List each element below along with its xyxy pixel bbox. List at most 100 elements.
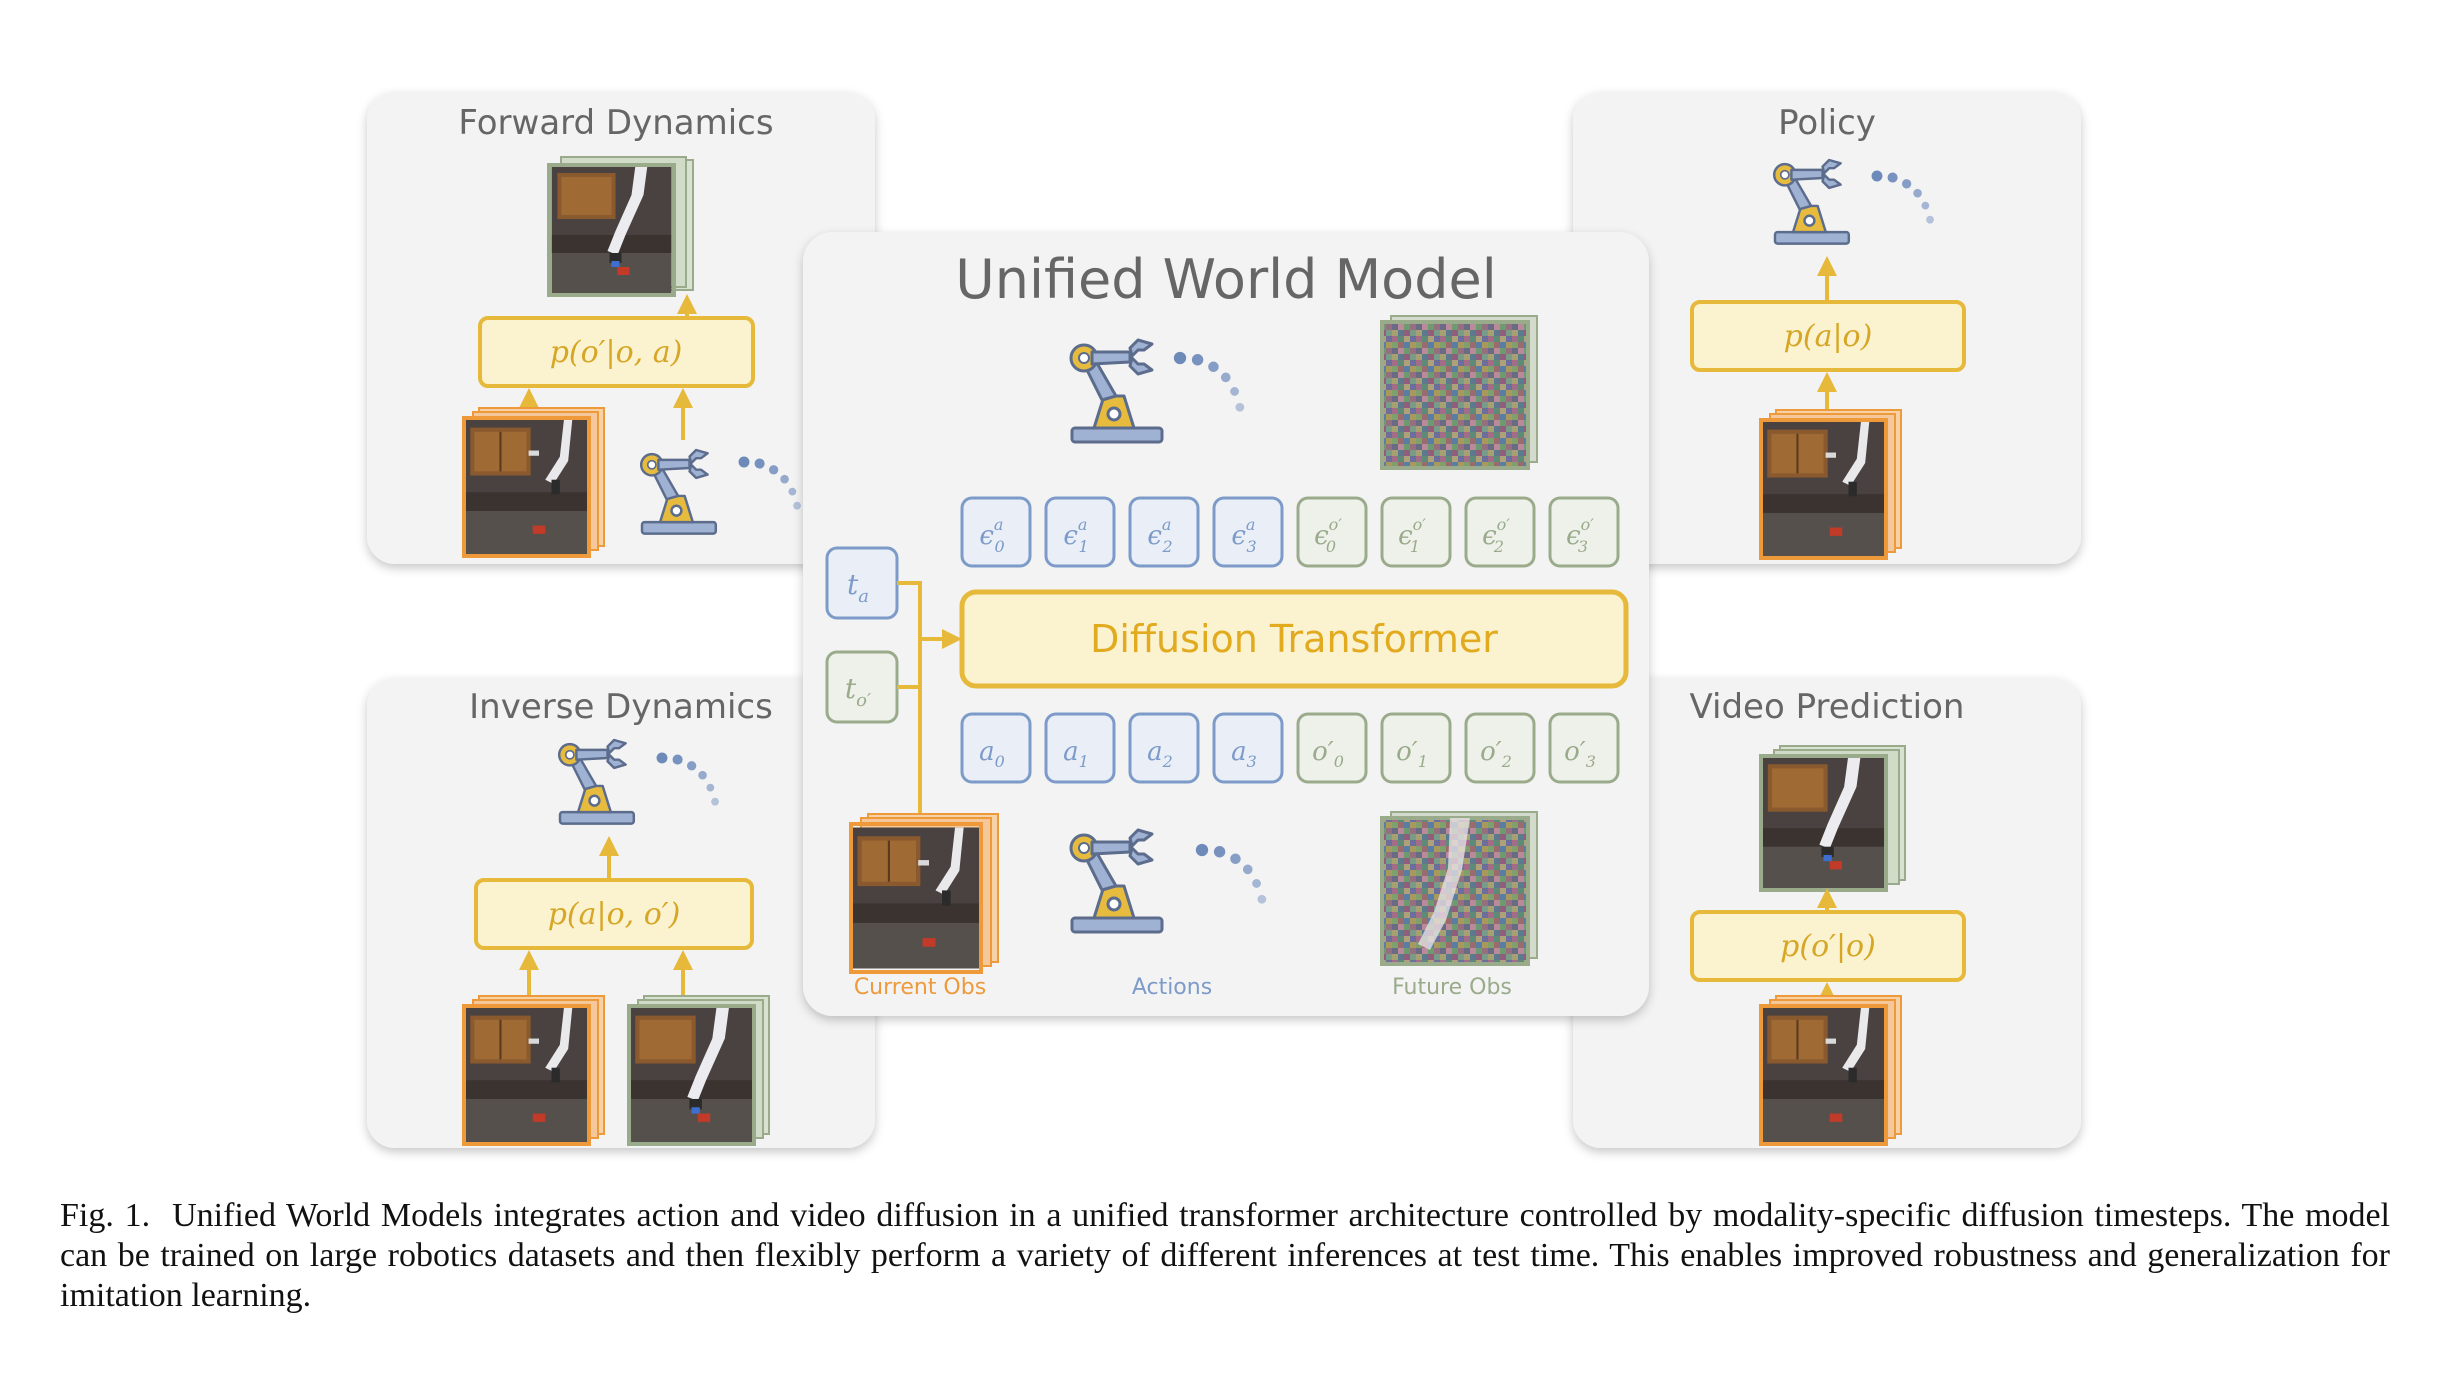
noise-token-sub: 3 <box>1578 537 1588 556</box>
input-token-0: a0 <box>960 712 1032 784</box>
formula-box-forward <box>478 316 755 388</box>
input-token-sub: 1 <box>1079 752 1089 771</box>
input-token-sub: 2 <box>1501 752 1512 771</box>
noise-token-base: ϵ <box>1314 521 1329 551</box>
svg-text:o′0: o′0 <box>1312 737 1344 771</box>
noise-frame-icon <box>1380 315 1538 470</box>
noise-token-6: ϵo′2 <box>1464 496 1536 568</box>
timestep-action-sub: a <box>858 586 869 607</box>
timestep-obs-sub: o′ <box>856 690 871 711</box>
noise-token-7: ϵo′ 3 <box>1548 496 1620 568</box>
center-title: Unified World Model <box>955 248 1496 311</box>
timestep-obs-base: t <box>845 672 857 705</box>
svg-text:ϵa1: ϵa 1 <box>1063 515 1088 556</box>
formula-box-policy <box>1690 300 1966 372</box>
diffusion-transformer-label: Diffusion Transformer <box>1090 617 1498 661</box>
uwm-diagram: Forward Dynamics p(o′|o, a) Inverse Dyna… <box>367 92 2081 1148</box>
diffusion-transformer-box <box>959 589 1629 689</box>
input-token-base: a <box>1063 737 1079 767</box>
input-token-base: a <box>979 737 995 767</box>
label-future-obs: Future Obs <box>1392 975 1512 1000</box>
formula-box-video <box>1690 910 1966 982</box>
noise-token-sub: 2 <box>1493 537 1504 556</box>
svg-text:ϵo′0: ϵo′0 <box>1314 515 1342 556</box>
input-token-4: o′0 <box>1296 712 1368 784</box>
caption-label: Fig. 1. <box>60 1197 151 1234</box>
noise-token-5: ϵo′1 <box>1380 496 1452 568</box>
input-token-7: o′3 <box>1548 712 1620 784</box>
svg-text:a0: a0 <box>979 737 1005 771</box>
noise-token-sup: o′ <box>1413 515 1427 534</box>
input-token-base: o′ <box>1312 737 1334 767</box>
timestep-token-action: ta <box>825 546 899 620</box>
noise-token-sup: a <box>1162 515 1172 534</box>
panel-video-prediction: Video Prediction p(o′|o) <box>1573 678 2081 1148</box>
noise-token-sub: 1 <box>1410 537 1420 556</box>
noise-token-2: ϵa 2 <box>1128 496 1200 568</box>
svg-text:a3: a3 <box>1231 737 1257 771</box>
svg-text:ϵo′2: ϵo′2 <box>1482 515 1510 556</box>
panel-title-forward-dynamics: Forward Dynamics <box>458 103 773 143</box>
svg-text:ϵa0: ϵa0 <box>979 515 1004 556</box>
noise-token-sup: a <box>1078 515 1088 534</box>
label-actions: Actions <box>1132 975 1212 1000</box>
svg-text:ϵa3: ϵa3 <box>1231 515 1256 556</box>
noise-token-base: ϵ <box>1063 521 1078 551</box>
input-token-base: o′ <box>1564 737 1586 767</box>
svg-text:ϵo′3: ϵo′ 3 <box>1566 515 1594 556</box>
input-token-6: o′2 <box>1464 712 1536 784</box>
svg-text:o′2: o′2 <box>1480 737 1512 771</box>
formula-forward-dynamics: p(o′|o, a) <box>550 335 683 370</box>
noise-token-sup: o′ <box>1581 515 1595 534</box>
noise-token-base: ϵ <box>1147 521 1162 551</box>
noise-token-base: ϵ <box>1566 521 1581 551</box>
formula-video-prediction: p(o′|o) <box>1780 929 1876 964</box>
input-token-base: o′ <box>1396 737 1418 767</box>
input-token-sub: 0 <box>995 752 1005 771</box>
noise-token-base: ϵ <box>979 521 994 551</box>
noise-token-sub: 3 <box>1246 537 1256 556</box>
input-token-5: o′1 <box>1380 712 1452 784</box>
input-token-sub: 3 <box>1247 752 1257 771</box>
input-token-base: a <box>1147 737 1163 767</box>
panel-title-video-prediction: Video Prediction <box>1690 687 1965 727</box>
svg-text:o′3: o′3 <box>1564 737 1596 771</box>
input-token-sub: 2 <box>1162 752 1173 771</box>
input-token-base: o′ <box>1480 737 1502 767</box>
noise-token-sub: 1 <box>1078 537 1088 556</box>
noise-token-sup: a <box>1246 515 1256 534</box>
noise-token-sub: 2 <box>1161 537 1172 556</box>
input-token-1: a1 <box>1044 712 1116 784</box>
current-obs-frame <box>849 813 999 974</box>
current-obs-frame <box>462 407 605 558</box>
formula-box-inverse <box>474 878 754 950</box>
panel-title-policy: Policy <box>1778 103 1876 143</box>
panel-inverse-dynamics: Inverse Dynamics p(a|o, o′) <box>367 678 875 1148</box>
input-token-3: a3 <box>1212 712 1284 784</box>
input-token-sub: 0 <box>1334 752 1344 771</box>
label-current-obs: Current Obs <box>854 975 986 1000</box>
svg-text:ϵo′1: ϵo′1 <box>1398 515 1426 556</box>
future-obs-frame <box>1759 745 1906 892</box>
current-obs-frame <box>462 995 605 1146</box>
panel-policy: Policy p(a|o) <box>1573 92 2081 564</box>
timestep-token-obs: to′ <box>825 650 899 724</box>
figure-caption: Fig. 1.Unified World Models integrates a… <box>60 1196 2390 1316</box>
noise-token-sup: a <box>994 515 1004 534</box>
future-obs-noisy-frame <box>1380 811 1538 966</box>
panel-forward-dynamics: Forward Dynamics p(o′|o, a) <box>367 92 875 564</box>
input-token-sub: 1 <box>1418 752 1428 771</box>
svg-text:a1: a1 <box>1063 737 1089 771</box>
current-obs-frame <box>1759 995 1902 1146</box>
formula-policy: p(a|o) <box>1784 319 1873 354</box>
noise-token-4: ϵo′0 <box>1296 496 1368 568</box>
svg-text:a2: a2 <box>1147 737 1173 771</box>
caption-text: Unified World Models integrates action a… <box>60 1197 2390 1314</box>
noise-token-1: ϵa 1 <box>1044 496 1116 568</box>
svg-text:ϵa2: ϵa 2 <box>1147 515 1172 556</box>
formula-inverse-dynamics: p(a|o, o′) <box>548 897 681 932</box>
